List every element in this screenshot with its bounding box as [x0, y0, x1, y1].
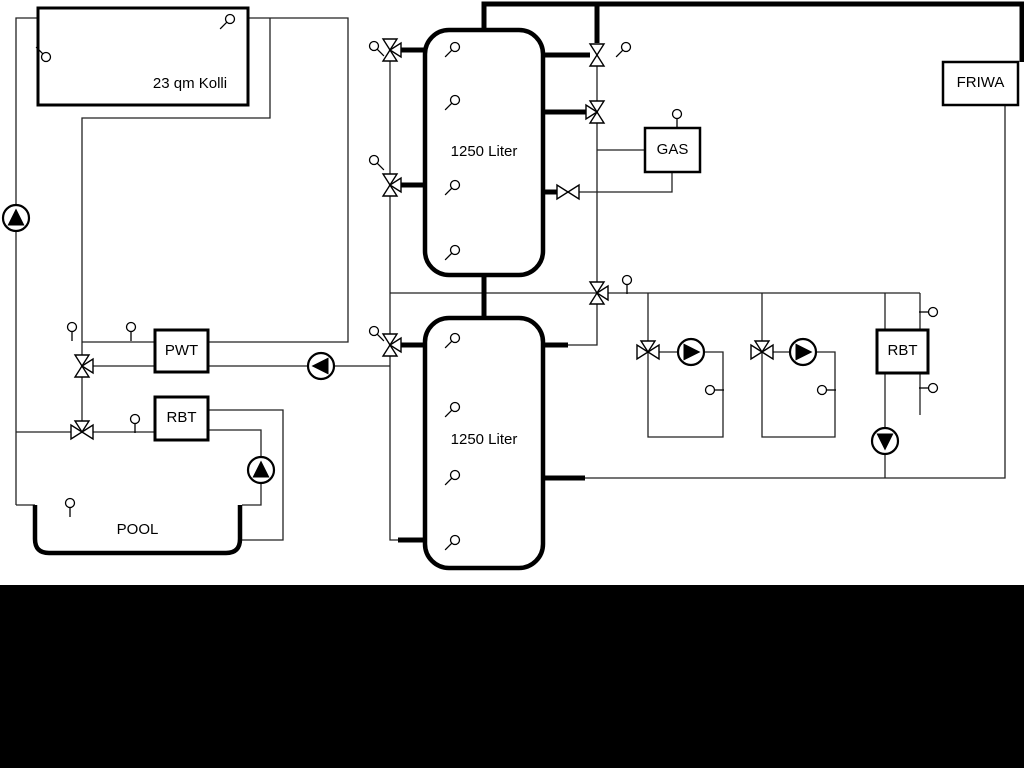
- pwt-heat-exchanger-box: [153, 328, 210, 374]
- sensor-icon: [441, 177, 463, 199]
- sensor-icon: [621, 274, 633, 295]
- rbt-right-label: RBT: [887, 342, 918, 359]
- sensor-icon: [216, 11, 238, 33]
- collector-label: 23 qm Kolli: [152, 75, 228, 92]
- sensor-icon: [129, 413, 141, 434]
- sensor-icon: [366, 323, 388, 345]
- valve-icon-circuit-1: [636, 340, 660, 360]
- pump-icon-solar: [1, 203, 31, 233]
- valve-icon-tank1-mid: [382, 173, 402, 197]
- pump-icon-circuit-1: [676, 337, 706, 367]
- sensor-icon: [816, 384, 837, 396]
- tank-bottom-label: 1250 Liter: [450, 431, 518, 448]
- valve-icon-tank1-top: [382, 38, 402, 62]
- buffer-tank-bottom: [422, 315, 546, 571]
- rbt-left-box: [153, 395, 210, 442]
- valve-icon-rbt-left: [70, 420, 94, 440]
- sensor-icon: [918, 382, 939, 394]
- sensor-layer: [32, 11, 939, 554]
- sensor-icon: [125, 321, 137, 342]
- sensor-icon: [366, 152, 388, 174]
- sensor-icon: [918, 306, 939, 318]
- sensor-icon: [441, 330, 463, 352]
- sensor-icon: [64, 497, 76, 518]
- valve-icon-header: [589, 43, 605, 67]
- valve-icon-tank2-top: [382, 333, 402, 357]
- sensor-icon: [441, 242, 463, 264]
- pump-icon-rbt-right: [870, 426, 900, 456]
- solar-collector-box: [36, 6, 250, 107]
- sensor-icon: [66, 321, 78, 342]
- sensor-icon: [612, 39, 634, 61]
- rbt-right-box: [875, 328, 930, 375]
- bottom-letterbox-bar: [0, 585, 1024, 768]
- pump-icon-pool: [246, 455, 276, 485]
- buffer-tank-top: [422, 27, 546, 278]
- sensor-icon: [441, 467, 463, 489]
- sensor-icon: [32, 43, 54, 65]
- sensor-icon: [671, 108, 683, 129]
- pipes-thin: [15, 17, 1006, 541]
- valve-icon-circuit-2: [750, 340, 774, 360]
- sensor-icon: [366, 38, 388, 60]
- friwa-box: [941, 60, 1020, 107]
- sensor-icon: [704, 384, 725, 396]
- gas-boiler-box: [643, 126, 702, 174]
- tank-top-label: 1250 Liter: [450, 143, 518, 160]
- sensor-icon: [441, 92, 463, 114]
- rbt-left-label: RBT: [166, 409, 197, 426]
- pwt-label: PWT: [164, 342, 199, 359]
- pump-icon-pwt: [306, 351, 336, 381]
- piping-layer: [1, 1, 1024, 571]
- pipes-thick: [398, 1, 1024, 543]
- valve-icon-distributor: [589, 281, 609, 305]
- sensor-icon: [441, 39, 463, 61]
- valve-icon-boiler-return: [556, 184, 580, 200]
- pool-basin: [32, 505, 243, 556]
- valve-icon-pwt: [74, 354, 94, 378]
- friwa-label: FRIWA: [956, 74, 1005, 91]
- pool-label: POOL: [116, 521, 159, 538]
- gas-label: GAS: [656, 141, 689, 158]
- sensor-icon: [441, 399, 463, 421]
- valve-icon-boiler-supply: [585, 100, 605, 124]
- sensor-icon: [441, 532, 463, 554]
- pump-icon-circuit-2: [788, 337, 818, 367]
